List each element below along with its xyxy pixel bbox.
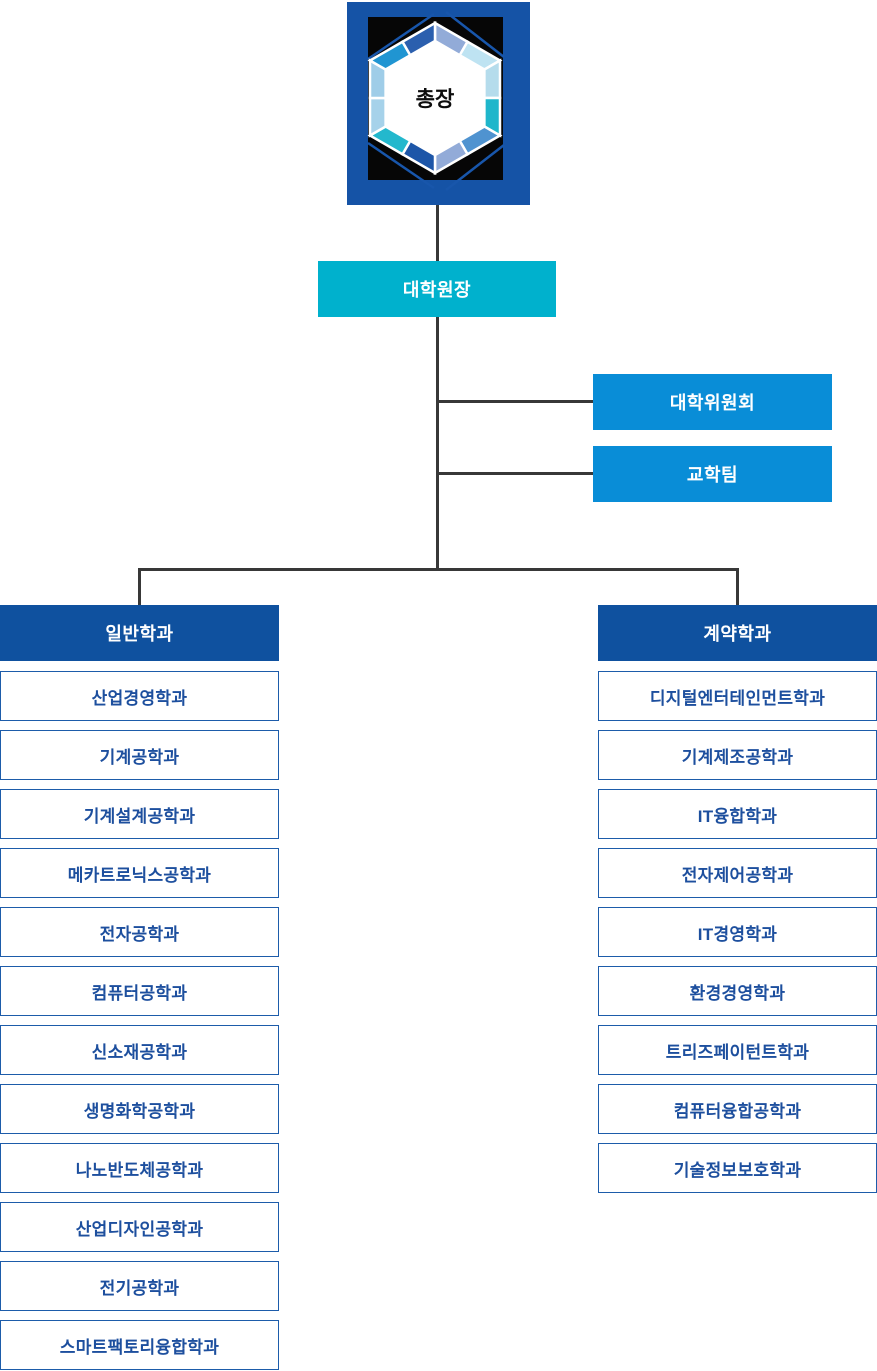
university-committee-label: 대학위원회 xyxy=(669,393,756,413)
department-box: 환경경영학과 xyxy=(598,966,877,1016)
department-box: 트리즈페이턴트학과 xyxy=(598,1025,877,1075)
academic-affairs-team-box: 교학팀 xyxy=(593,446,832,502)
connector-drop-right xyxy=(736,568,739,605)
department-box: 산업디자인공학과 xyxy=(0,1202,279,1252)
academic-affairs-team-label: 교학팀 xyxy=(686,465,739,485)
dean-box: 대학원장 xyxy=(318,261,556,317)
connector-to-committee xyxy=(437,400,593,403)
dean-label: 대학원장 xyxy=(402,280,472,300)
connector-to-team xyxy=(437,472,593,475)
department-box: IT융합학과 xyxy=(598,789,877,839)
president-label: 총장 xyxy=(416,88,455,111)
department-box: 스마트팩토리융합학과 xyxy=(0,1320,279,1370)
connector-branch-horizontal xyxy=(138,568,739,571)
department-box: 전자공학과 xyxy=(0,907,279,957)
department-box: 컴퓨터공학과 xyxy=(0,966,279,1016)
logo-segment xyxy=(400,20,437,57)
department-box: IT경영학과 xyxy=(598,907,877,957)
department-box: 전자제어공학과 xyxy=(598,848,877,898)
department-box: 나노반도체공학과 xyxy=(0,1143,279,1193)
department-box: 컴퓨터융합공학과 xyxy=(598,1084,877,1134)
general-departments-header-label: 일반학과 xyxy=(105,624,174,644)
university-committee-box: 대학위원회 xyxy=(593,374,832,430)
department-box: 기술정보보호학과 xyxy=(598,1143,877,1193)
department-box: 기계설계공학과 xyxy=(0,789,279,839)
logo-diagonal-line xyxy=(445,11,505,58)
logo-diagonal-line xyxy=(367,12,435,61)
department-box: 생명화학공학과 xyxy=(0,1084,279,1134)
general-departments-header: 일반학과 xyxy=(0,605,279,661)
university-logo: 총장 xyxy=(347,2,530,205)
contract-departments-header-label: 계약학과 xyxy=(703,624,772,644)
department-box: 산업경영학과 xyxy=(0,671,279,721)
logo-diagonal-line xyxy=(367,141,435,190)
department-box: 기계제조공학과 xyxy=(598,730,877,780)
department-box: 기계공학과 xyxy=(0,730,279,780)
connector-logo-to-dean xyxy=(435,205,439,261)
contract-departments-header: 계약학과 xyxy=(598,605,877,661)
department-box: 전기공학과 xyxy=(0,1261,279,1311)
connector-dean-trunk xyxy=(435,317,439,571)
department-box: 신소재공학과 xyxy=(0,1025,279,1075)
department-box: 디지털엔터테인먼트학과 xyxy=(598,671,877,721)
connector-drop-left xyxy=(138,568,141,605)
department-box: 메카트로닉스공학과 xyxy=(0,848,279,898)
logo-diagonal-line xyxy=(445,144,505,191)
